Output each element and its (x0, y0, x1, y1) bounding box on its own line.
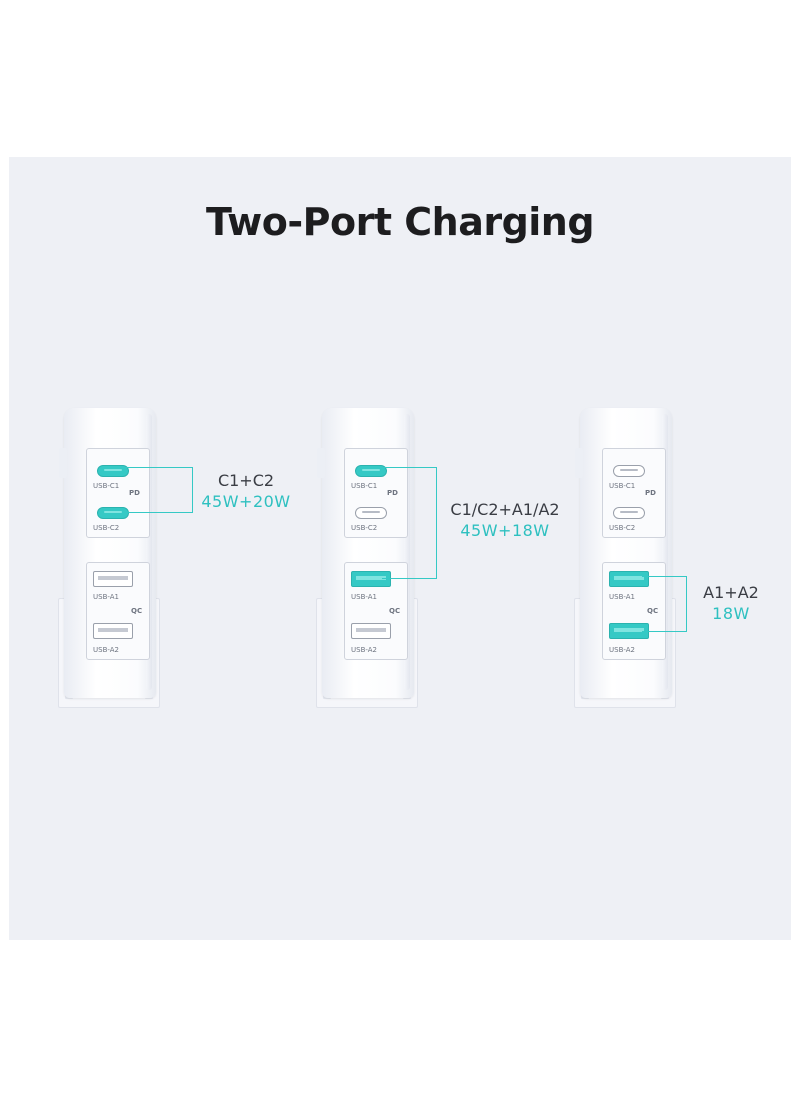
usb-a2-label: USB-A2 (609, 646, 635, 654)
charger-body: USB-C1 PD USB-C2 USB-A1 QC USB-A2 (317, 408, 414, 698)
usb-a2-port (351, 623, 391, 639)
usb-c1-port (613, 465, 645, 477)
usb-a2-label: USB-A2 (351, 646, 377, 654)
charger-illustration-1: USB-C1 PD USB-C2 USB-A1 QC USB-A2 (58, 408, 168, 708)
usb-a1-label: USB-A1 (609, 593, 635, 601)
usb-a1-port (609, 571, 649, 587)
usb-c2-port (97, 507, 129, 519)
charger-illustration-3: USB-C1 PD USB-C2 USB-A1 QC USB-A2 (574, 408, 684, 708)
charger-body: USB-C1 PD USB-C2 USB-A1 QC USB-A2 (59, 408, 156, 698)
combo-label: A1+A2 (703, 583, 759, 602)
caption-2: C1/C2+A1/A2 45W+18W (440, 499, 570, 541)
pd-port-group: USB-C1 PD USB-C2 (602, 448, 666, 538)
pd-port-group: USB-C1 PD USB-C2 (344, 448, 408, 538)
usb-c2-port (613, 507, 645, 519)
usb-c1-label: USB-C1 (351, 482, 378, 490)
connector-bracket-2 (382, 467, 437, 579)
qc-label: QC (389, 607, 401, 615)
usb-a1-port (351, 571, 391, 587)
usb-c2-label: USB-C2 (351, 524, 378, 532)
qc-label: QC (131, 607, 143, 615)
usb-c1-port (355, 465, 387, 477)
usb-a1-label: USB-A1 (93, 593, 119, 601)
pd-label: PD (129, 489, 140, 497)
pd-label: PD (645, 489, 656, 497)
pd-label: PD (387, 489, 398, 497)
caption-1: C1+C2 45W+20W (196, 470, 296, 512)
usb-a1-label: USB-A1 (351, 593, 377, 601)
usb-c2-label: USB-C2 (609, 524, 636, 532)
combo-label: C1/C2+A1/A2 (450, 500, 560, 519)
wattage-label: 45W+20W (201, 492, 291, 511)
usb-a1-port (93, 571, 133, 587)
qc-label: QC (647, 607, 659, 615)
qc-port-group: USB-A1 QC USB-A2 (602, 562, 666, 660)
usb-c2-label: USB-C2 (93, 524, 120, 532)
usb-a2-label: USB-A2 (93, 646, 119, 654)
qc-port-group: USB-A1 QC USB-A2 (86, 562, 150, 660)
usb-c2-port (355, 507, 387, 519)
usb-c1-label: USB-C1 (93, 482, 120, 490)
usb-c1-label: USB-C1 (609, 482, 636, 490)
wattage-label: 18W (712, 604, 750, 623)
caption-3: A1+A2 18W (696, 582, 766, 624)
combo-label: C1+C2 (217, 471, 275, 490)
wattage-label: 45W+18W (460, 521, 550, 540)
connector-bracket-1 (124, 467, 193, 513)
charger-body: USB-C1 PD USB-C2 USB-A1 QC USB-A2 (575, 408, 672, 698)
usb-a2-port (93, 623, 133, 639)
page-title: Two-Port Charging (205, 200, 595, 244)
pd-port-group: USB-C1 PD USB-C2 (86, 448, 150, 538)
connector-bracket-3 (642, 576, 687, 632)
charger-illustration-2: USB-C1 PD USB-C2 USB-A1 QC USB-A2 (316, 408, 426, 708)
usb-c1-port (97, 465, 129, 477)
